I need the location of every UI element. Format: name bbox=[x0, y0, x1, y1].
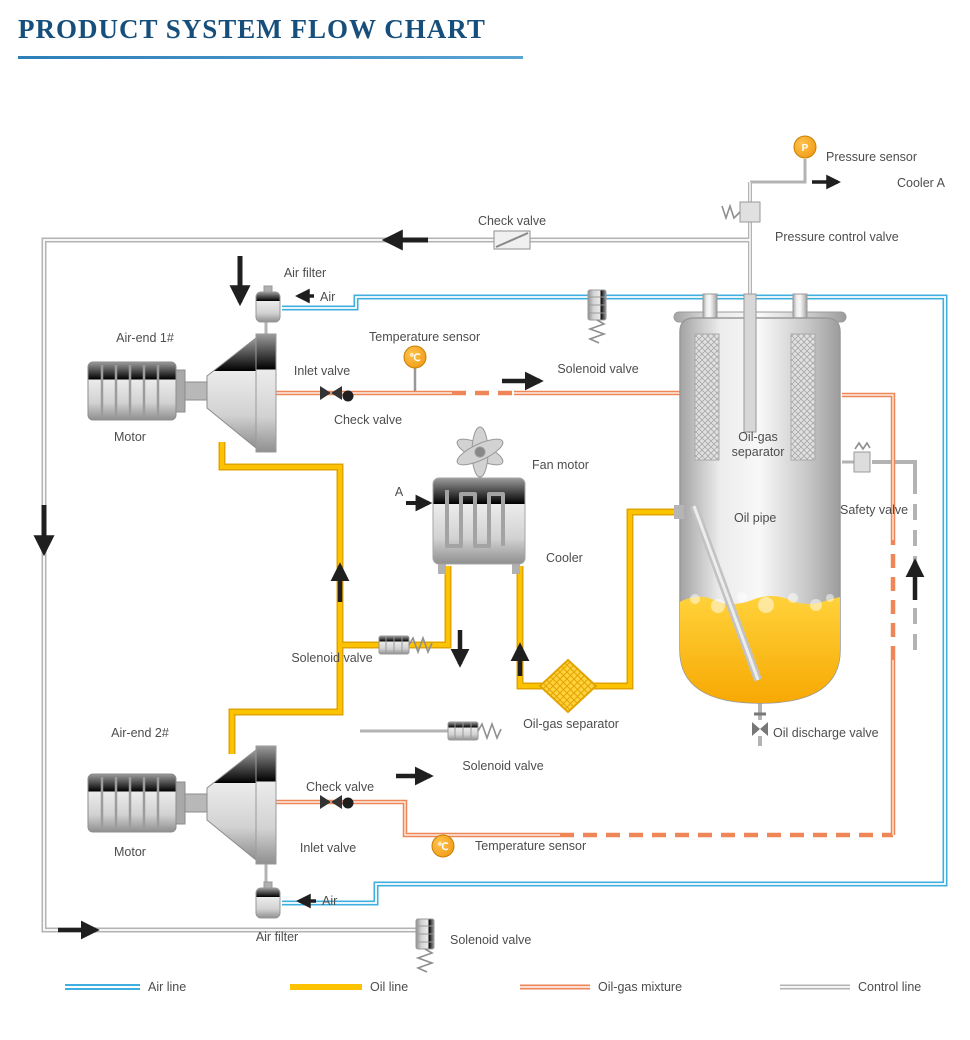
tank-inlet-pipe-left bbox=[702, 293, 718, 319]
pressure-control-valve-label: Pressure control valve bbox=[775, 230, 899, 244]
fan-motor-label: Fan motor bbox=[532, 458, 589, 472]
legend-control-line-label: Control line bbox=[858, 980, 921, 994]
check-valve-1-label: Check valve bbox=[334, 413, 402, 427]
check-valve-1-icon bbox=[342, 390, 354, 402]
fan-motor-icon bbox=[456, 426, 504, 478]
temperature-sensor-1-icon: ℃ bbox=[403, 345, 427, 391]
point-a-label: A bbox=[395, 485, 404, 499]
cooler-a-label: Cooler A bbox=[897, 176, 946, 190]
legend-oil-gas-mixture-label: Oil-gas mixture bbox=[598, 980, 682, 994]
temperature-sensor-2-label: Temperature sensor bbox=[475, 839, 586, 853]
air-end-1-label: Air-end 1# bbox=[116, 331, 174, 345]
motor-1-label: Motor bbox=[114, 430, 146, 444]
inlet-valve-2-label: Inlet valve bbox=[300, 841, 356, 855]
temperature-sensor-2-symbol: ℃ bbox=[437, 842, 448, 853]
solenoid-valve-air-icon bbox=[587, 289, 607, 344]
oil-pipe-tube-highlight bbox=[692, 505, 760, 681]
legend-air-line-label: Air line bbox=[148, 980, 186, 994]
air-1-label: Air bbox=[320, 290, 335, 304]
check-valve-2-icon bbox=[342, 797, 354, 809]
cooler-label: Cooler bbox=[546, 551, 583, 565]
air-end-1-assembly bbox=[86, 285, 354, 453]
oil-gas-separator-tank: Oil-gas separator bbox=[673, 293, 871, 736]
check-valve-top-icon bbox=[493, 230, 531, 250]
cooler-coil bbox=[445, 490, 505, 548]
air-filter-1-icon bbox=[255, 285, 281, 323]
air-end-1-plate bbox=[255, 333, 277, 453]
air-end-2-cone bbox=[206, 748, 257, 862]
separator-element-left bbox=[694, 333, 720, 461]
title-underline bbox=[18, 56, 523, 59]
solenoid-valve-oil-label: Solenoid valve bbox=[291, 651, 372, 665]
cooler-leg-left bbox=[438, 562, 446, 574]
solenoid-valve-bottom-label: Solenoid valve bbox=[450, 933, 531, 947]
tank-center-pipe bbox=[743, 293, 757, 433]
check-valve-2-label: Check valve bbox=[306, 780, 374, 794]
air-line-pipes bbox=[282, 294, 948, 906]
temperature-sensor-1-symbol: ℃ bbox=[409, 353, 420, 364]
safety-valve bbox=[853, 441, 871, 473]
oil-pipe-label: Oil pipe bbox=[734, 511, 776, 525]
tank-separator-label-line1: Oil-gas bbox=[738, 430, 778, 444]
temperature-sensor-1-label: Temperature sensor bbox=[369, 330, 480, 344]
solenoid-valve-bottom-icon bbox=[415, 918, 435, 973]
air-end-2-plate bbox=[255, 745, 277, 865]
oil-discharge-valve bbox=[752, 712, 768, 736]
check-valve-top-label: Check valve bbox=[478, 214, 546, 228]
motor-1-body bbox=[86, 360, 209, 422]
cooler-leg-right bbox=[512, 562, 520, 574]
tank-inlet-pipe-right bbox=[792, 293, 808, 319]
oil-foam bbox=[690, 592, 834, 613]
oil-gas-separator-small-icon bbox=[538, 658, 598, 714]
air-end-1-cone bbox=[206, 336, 257, 450]
solenoid-valve-air-label: Solenoid valve bbox=[557, 362, 638, 376]
tank-oil-outlet-fitting bbox=[674, 505, 684, 519]
air-filter-2-label: Air filter bbox=[256, 930, 298, 944]
solenoid-valve-center-label: Solenoid valve bbox=[462, 759, 543, 773]
inlet-valve-2-icon bbox=[320, 795, 342, 809]
pressure-sensor-icon: P bbox=[793, 135, 817, 159]
oil-discharge-valve-label: Oil discharge valve bbox=[773, 726, 879, 740]
oil-gas-separator-small-label: Oil-gas separator bbox=[523, 717, 619, 731]
air-line-pipe-center bbox=[282, 296, 946, 904]
tank-separator-label-line2: separator bbox=[732, 445, 785, 459]
air-end-2-label: Air-end 2# bbox=[111, 726, 169, 740]
legend: Air line Oil line Oil-gas mixture Contro… bbox=[65, 980, 921, 994]
safety-valve-label: Safety valve bbox=[840, 503, 908, 517]
temperature-sensor-2-icon: ℃ bbox=[431, 834, 455, 858]
air-filter-1-label: Air filter bbox=[284, 266, 326, 280]
inlet-valve-1-icon bbox=[320, 386, 342, 400]
pressure-sensor-symbol: P bbox=[802, 143, 809, 154]
inlet-valve-1-label: Inlet valve bbox=[294, 364, 350, 378]
motor-2-label: Motor bbox=[114, 845, 146, 859]
oil-gas-mixture-pipe-centers bbox=[276, 392, 894, 836]
air-filter-2-icon bbox=[255, 881, 281, 919]
pressure-sensor-label: Pressure sensor bbox=[826, 150, 917, 164]
page-title: PRODUCT SYSTEM FLOW CHART bbox=[18, 14, 486, 44]
air-2-label: Air bbox=[322, 894, 337, 908]
solenoid-valve-center-icon bbox=[447, 721, 502, 741]
motor-2-body bbox=[86, 772, 209, 834]
air-end-2-assembly bbox=[86, 745, 354, 919]
flow-arrows bbox=[33, 174, 925, 940]
separator-element-right bbox=[790, 333, 816, 461]
pressure-control-valve-icon bbox=[721, 201, 761, 223]
cooler-assembly bbox=[432, 426, 526, 574]
legend-oil-line-label: Oil line bbox=[370, 980, 408, 994]
oil-pool bbox=[680, 596, 840, 703]
